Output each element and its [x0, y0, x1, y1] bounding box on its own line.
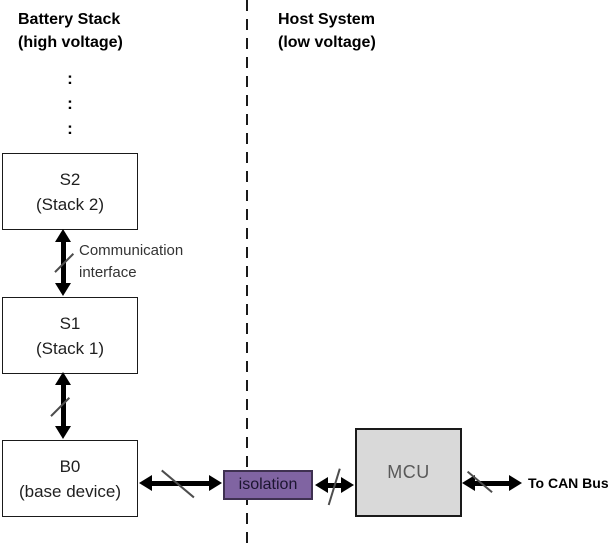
to-can-bus-label: To CAN Bus: [528, 475, 608, 491]
node-s1-subtitle: (Stack 1): [35, 338, 105, 358]
arrowhead-down: [55, 426, 71, 439]
battery-stack-header-line1: Battery Stack: [18, 11, 121, 28]
arrowhead-left: [315, 477, 328, 493]
ellipsis-dot: :: [67, 69, 73, 88]
node-s2: S2 (Stack 2): [2, 153, 138, 230]
node-b0: B0 (base device): [2, 440, 138, 517]
node-b0-subtitle: (base device): [18, 481, 122, 501]
b0-isolation-bidirectional-arrow: [139, 475, 222, 491]
node-isolation-label: isolation: [238, 476, 298, 493]
stack-continuation-ellipsis: : : :: [60, 66, 80, 141]
node-mcu: MCU: [355, 428, 462, 517]
ellipsis-dot: :: [67, 94, 73, 113]
arrowhead-down: [55, 283, 71, 296]
host-system-header-line1: Host System: [278, 11, 375, 28]
comm-interface-label-line1: Communication: [79, 242, 184, 259]
node-b0-title: B0: [59, 456, 81, 476]
comm-interface-label-line2: interface: [79, 264, 137, 281]
mcu-can-bidirectional-arrow: [462, 475, 522, 491]
host-system-header: Host System (low voltage): [278, 8, 376, 54]
arrowhead-up: [55, 372, 71, 385]
node-s2-subtitle: (Stack 2): [35, 194, 105, 214]
node-s2-title: S2: [59, 169, 81, 189]
arrowhead-right: [509, 475, 522, 491]
arrow-shaft: [60, 383, 66, 428]
arrowhead-right: [209, 475, 222, 491]
battery-stack-header: Battery Stack (high voltage): [18, 8, 123, 54]
comm-interface-label: Communication interface: [79, 240, 183, 284]
node-mcu-label: MCU: [387, 462, 430, 482]
node-isolation: isolation: [223, 470, 313, 500]
arrowhead-left: [462, 475, 475, 491]
ellipsis-dot: :: [67, 119, 73, 138]
arrowhead-left: [139, 475, 152, 491]
isolation-boundary-dashed-line: [246, 0, 248, 550]
s1-b0-bidirectional-arrow: [55, 372, 71, 439]
node-s1: S1 (Stack 1): [2, 297, 138, 374]
arrow-shaft: [150, 480, 211, 486]
battery-stack-header-line2: (high voltage): [18, 34, 123, 51]
arrow-shaft: [473, 480, 511, 486]
arrowhead-up: [55, 229, 71, 242]
arrowhead-right: [341, 477, 354, 493]
node-s1-title: S1: [59, 313, 81, 333]
host-system-header-line2: (low voltage): [278, 34, 376, 51]
